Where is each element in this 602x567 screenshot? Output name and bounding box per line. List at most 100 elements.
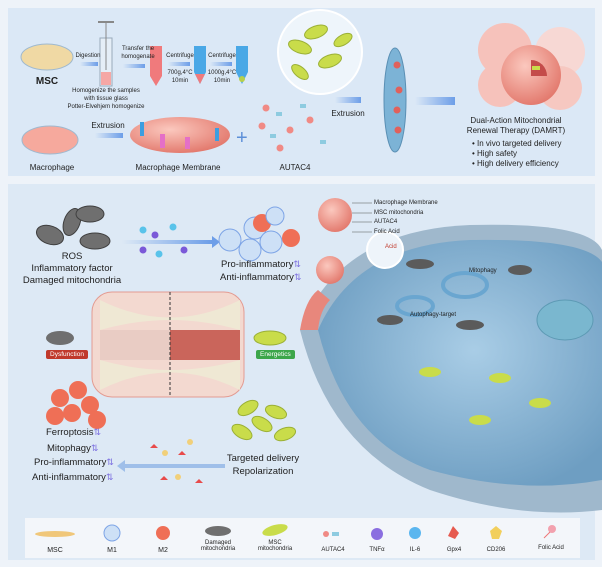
arrow-up-icon: ⇅ [105, 472, 114, 482]
centrifuge2-cond1: 1000g,4°C [207, 70, 237, 76]
arrow-down-icon: ⇅ [93, 427, 102, 437]
legend-cd206-icon [490, 526, 502, 539]
m2-pro-text: Pro-inflammatory [34, 457, 107, 468]
repolarization-particles [150, 439, 203, 483]
repolarization-label: Repolarization [232, 466, 294, 477]
legend-msc-mito-icon [262, 524, 288, 536]
transfer-label-1: Transfer the [121, 46, 155, 52]
plus-icon: + [236, 127, 248, 149]
legend-msc: MSC [47, 547, 63, 554]
energetic-mitochondria-icon [253, 330, 287, 346]
homogenize-line-3: Potter-Elvehjem homogenize [67, 104, 145, 110]
target-cell-illustration [300, 224, 602, 513]
legend-m1: M1 [107, 547, 117, 554]
homogenize-line-2: with tissue glass [84, 96, 128, 102]
legend-folic-acid-icon [543, 531, 551, 539]
m2-anti-text: Anti-inflammatory [32, 472, 106, 483]
arrow-to-m1 [122, 240, 212, 244]
msc-dish-icon [20, 43, 74, 71]
arrow-down-icon: ⇅ [293, 272, 302, 282]
m1-anti-text: Anti-inflammatory [220, 272, 294, 283]
m1-pro-inflammatory: Pro-inflammatory⇅ [221, 260, 301, 270]
legend-il6: IL-6 [409, 547, 421, 553]
centrifuge1-cond1: 700g,4°C [167, 70, 193, 76]
inflammatory-factor-label: Inflammatory factor [31, 263, 113, 274]
extrusion-label-2: Extrusion [331, 109, 365, 118]
energetics-tag: Energetics [256, 350, 295, 359]
tube-centrifuge2-icon [236, 46, 248, 84]
membrane-icon [130, 117, 230, 153]
autac4-molecules-icon [258, 104, 326, 152]
bullet-1-text: In vivo targeted delivery [477, 139, 562, 148]
mitophagy-text: Mitophagy [47, 443, 91, 454]
arrow-to-damrt [415, 97, 455, 105]
legend-damaged-mito: Damaged mitochondria [200, 540, 236, 552]
bullet-3: • High delivery efficiency [472, 159, 559, 168]
mitophagy-label: Mitophagy⇅ [47, 444, 98, 454]
mitophagy-cell-label: Mitophagy [469, 268, 497, 274]
legend-autac4-icon [332, 532, 339, 536]
mitochondria-zoom-bubble [277, 9, 363, 95]
legend-cd206: CD206 [486, 547, 506, 553]
m2-anti-inflammatory: Anti-inflammatory⇅ [32, 473, 113, 483]
legend-tnfa: TNFα [369, 547, 385, 553]
autac4-label: AUTAC4 [279, 163, 311, 172]
bullet-3-text: High delivery efficiency [477, 159, 559, 168]
nucleus-icon [536, 299, 594, 341]
legend-gpx4: Gpx4 [446, 547, 462, 553]
legend-folic-acid: Folic Acid [538, 545, 564, 551]
damaged-mitochondria-icon [35, 205, 111, 250]
membrane-label: Macrophage Membrane [135, 163, 221, 172]
legend-tnfa-icon [371, 528, 383, 540]
msc-label: MSC [35, 76, 59, 87]
legend-m2: M2 [158, 547, 168, 554]
centrifuge2-label: Centrifuge [208, 53, 236, 59]
legend-msc-mito: MSC mitochondria [257, 540, 293, 552]
callout-autac4: AUTAC4 [374, 219, 398, 225]
ros-label: ROS [61, 251, 83, 262]
digestion-label: Digestion [75, 53, 101, 59]
legend-autac4: AUTAC4 [321, 547, 345, 553]
cytokine-particles [139, 223, 188, 258]
callout-mito: MSC mitochondria [374, 210, 424, 216]
legend-il6-icon [409, 527, 421, 539]
bullet-2-text: High safety [477, 149, 518, 158]
transfer-label-2: homogenate [121, 54, 155, 60]
damaged-mito-label: Damaged mitochondria [22, 275, 122, 286]
damrt-title-2: Renewal Therapy (DAMRT) [466, 126, 566, 135]
dysfunction-mitochondria-icon [46, 331, 74, 345]
centrifuge1-cond2: 10min [171, 78, 189, 84]
m1-pro-text: Pro-inflammatory [221, 259, 294, 270]
joint-illustration [91, 291, 245, 398]
arrow-down-icon: ⇅ [106, 457, 114, 467]
extrusion-label-1: Extrusion [91, 121, 125, 130]
msc-mitochondria-icon [288, 24, 353, 80]
bullet-1: • In vivo targeted delivery [472, 139, 562, 148]
callout-membrane: Macrophage Membrane [374, 200, 438, 206]
arrow-up-icon: ⇅ [90, 443, 99, 453]
targeted-delivery-label: Targeted delivery [226, 453, 300, 464]
macrophage-label: Macrophage [29, 163, 75, 172]
tube-homogenate-icon [150, 46, 162, 86]
legend-icons [35, 524, 556, 542]
delivered-mitochondria-icon [231, 399, 297, 442]
legend-gpx4-icon [448, 526, 459, 539]
legend-m2-icon [156, 526, 170, 540]
damrt-nanoparticle-icon [478, 23, 585, 110]
macrophage-dish-icon [21, 125, 79, 155]
ferroptosis-label: Ferroptosis⇅ [46, 428, 101, 438]
arrow-to-m2 [125, 464, 225, 468]
damrt-title-1: Dual-Action Mitochondrial [470, 116, 562, 125]
centrifuge2-cond2: 10min [213, 78, 231, 84]
m2-pro-inflammatory: Pro-inflammatory⇅ [34, 458, 114, 468]
legend-m1-icon [103, 524, 121, 542]
bullet-2: • High safety [472, 149, 518, 158]
zoom-acid-label: Acid [385, 244, 397, 250]
m1-anti-inflammatory: Anti-inflammatory⇅ [220, 273, 301, 283]
m2-cluster-icon [46, 381, 106, 429]
homogenize-line-1: Homogenize the samples [72, 88, 140, 94]
legend-damaged-mito-icon [205, 526, 231, 536]
membrane-zoom-bubble [366, 231, 404, 269]
